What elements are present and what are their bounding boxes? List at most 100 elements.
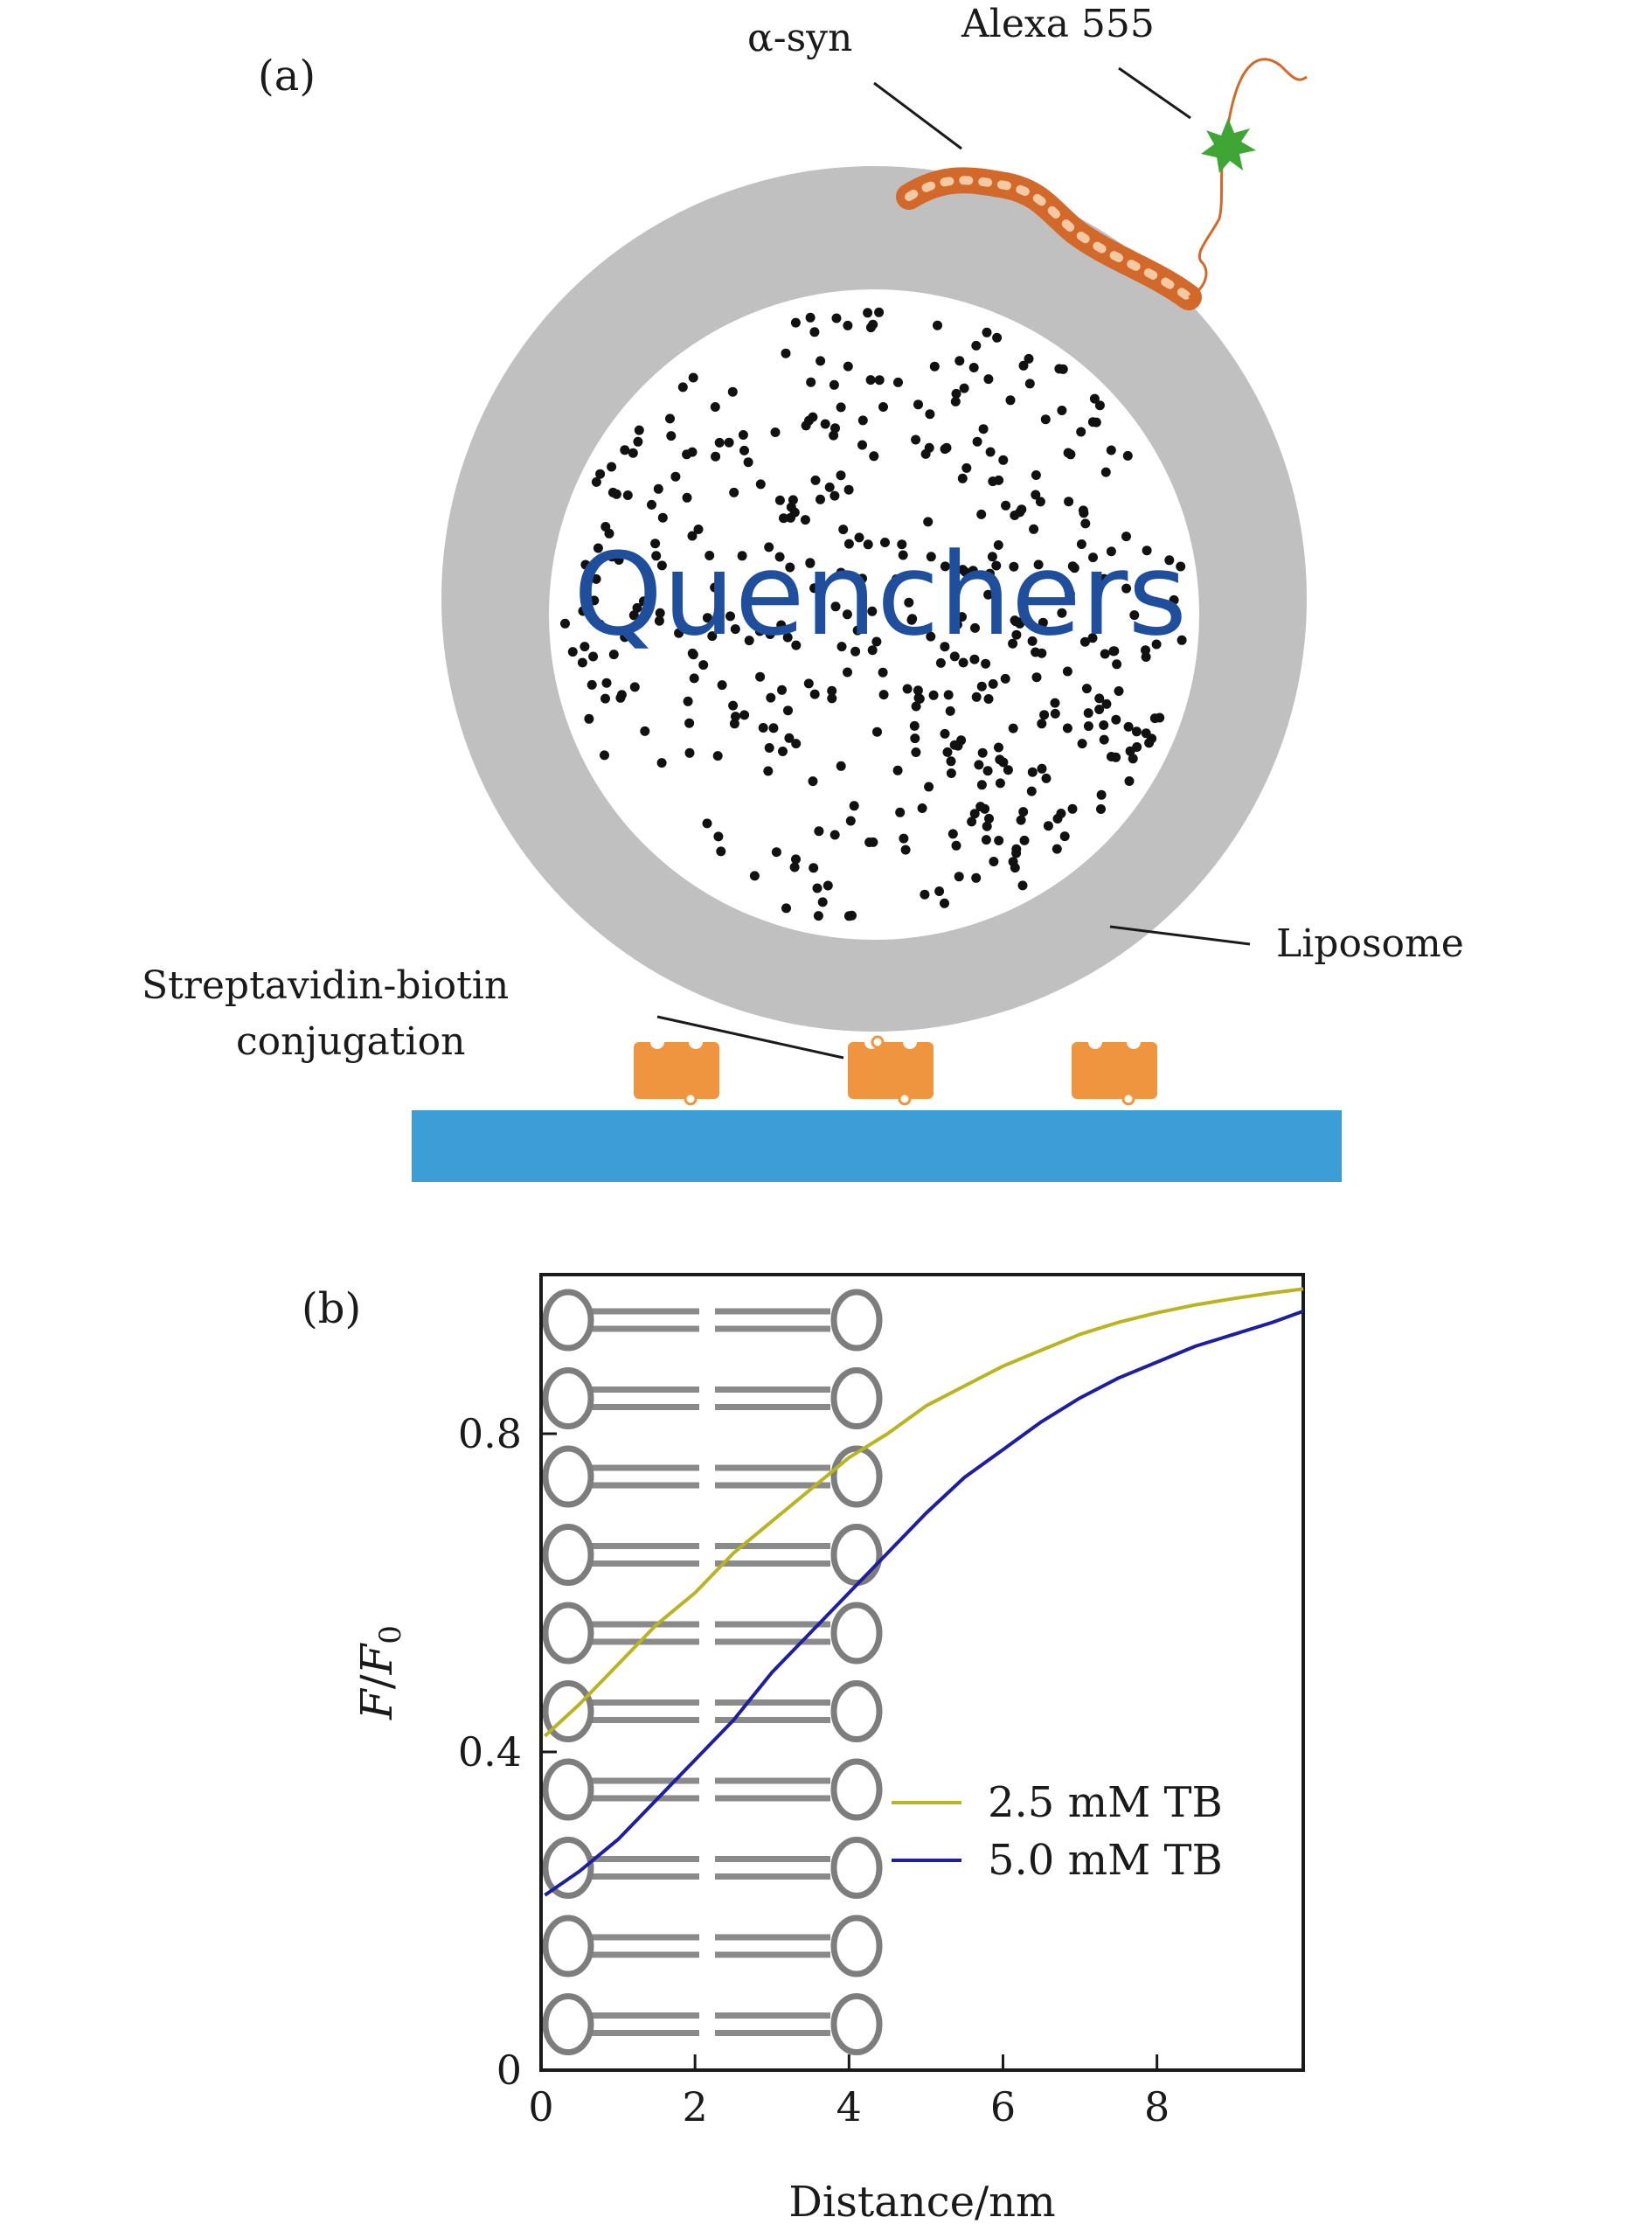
- quencher-dot: [951, 840, 961, 851]
- quencher-dot: [607, 487, 618, 497]
- quencher-dot: [968, 566, 978, 576]
- quencher-dot: [1112, 659, 1122, 670]
- quencher-dot: [1017, 880, 1028, 891]
- quencher-dot: [1100, 649, 1110, 659]
- quencher-dot: [1076, 539, 1086, 549]
- quencher-dot: [817, 897, 828, 907]
- quencher-dot: [683, 696, 693, 706]
- quencher-dot: [782, 632, 793, 643]
- quencher-dot: [982, 821, 992, 831]
- quencher-dot: [940, 561, 950, 572]
- quencher-dot: [1094, 705, 1105, 714]
- y-tick-label: 0: [496, 2047, 522, 2094]
- quencher-dot: [950, 396, 961, 407]
- streptavidin-block: [634, 1035, 719, 1106]
- quencher-dot: [913, 400, 923, 410]
- quencher-dot: [1027, 767, 1038, 777]
- quencher-dot: [1037, 648, 1047, 658]
- quencher-dot: [926, 552, 936, 562]
- quencher-dot: [791, 739, 802, 749]
- quencher-dot: [1111, 714, 1121, 725]
- quencher-dot: [958, 657, 968, 668]
- quencher-dot: [1096, 804, 1106, 814]
- quencher-dot: [849, 801, 859, 811]
- quencher-dot: [829, 379, 839, 390]
- lipid-pair: [542, 1915, 883, 1977]
- panel-a-label: (a): [258, 52, 316, 101]
- streptavidin-block: [1072, 1035, 1157, 1106]
- quencher-dot: [1076, 427, 1086, 437]
- quencher-dot: [864, 837, 875, 847]
- quencher-dot: [710, 402, 720, 412]
- quencher-dot: [865, 375, 876, 386]
- quencher-dot: [765, 629, 775, 639]
- quencher-dot: [567, 647, 578, 657]
- quencher-dot: [981, 658, 991, 669]
- quencher-dot: [977, 747, 988, 758]
- quencher-dot: [975, 802, 986, 812]
- quencher-dot: [801, 420, 811, 431]
- quencher-dot: [1057, 608, 1067, 618]
- quencher-dot: [593, 543, 603, 553]
- quencher-dot: [970, 622, 980, 633]
- quencher-dot: [824, 482, 835, 492]
- quencher-dot: [994, 742, 1003, 753]
- quencher-dot: [744, 636, 754, 646]
- quencher-dot: [1019, 835, 1030, 845]
- quencher-dot: [827, 685, 837, 696]
- quencher-dot: [902, 684, 913, 694]
- lipid-bilayer-illustration: [542, 1289, 883, 2055]
- quencher-dot: [687, 531, 698, 541]
- quencher-dot: [755, 671, 766, 682]
- quencher-dot: [1176, 561, 1186, 572]
- quencher-dot: [934, 886, 945, 896]
- lipid-pair: [542, 1289, 883, 1352]
- quencher-dot: [1142, 546, 1152, 556]
- quencher-dot: [1056, 809, 1066, 818]
- quencher-dot: [620, 445, 630, 455]
- quencher-dot: [951, 388, 961, 399]
- quencher-dot: [978, 424, 989, 434]
- quencher-dot: [791, 640, 802, 650]
- quencher-dot: [985, 447, 996, 457]
- quencher-dot: [1018, 602, 1029, 613]
- quencher-dot: [1101, 698, 1112, 709]
- quencher-dot: [1040, 414, 1051, 425]
- quencher-dot: [823, 880, 833, 891]
- alpha-synuclein-helix: [896, 58, 1308, 310]
- quencher-dot: [971, 872, 982, 883]
- quencher-dot: [984, 813, 994, 824]
- quencher-dot: [764, 743, 774, 753]
- quencher-dot: [657, 512, 668, 523]
- quencher-dot: [988, 678, 998, 689]
- quencher-dot: [1065, 589, 1075, 599]
- quencher-dot: [633, 436, 643, 447]
- quencher-dot: [976, 681, 987, 692]
- quencher-dot: [702, 613, 712, 623]
- quencher-dot: [577, 657, 587, 668]
- quencher-dot: [897, 539, 907, 550]
- quencher-dot: [1001, 500, 1011, 511]
- quencher-dot: [1024, 353, 1034, 364]
- quencher-dot: [591, 573, 601, 584]
- asyn-leader: [873, 81, 962, 150]
- quencher-dot: [954, 356, 965, 366]
- quencher-dot: [656, 560, 667, 571]
- y-axis-label-slash: /: [351, 1674, 402, 1689]
- quencher-dot: [791, 854, 801, 865]
- quencher-dot: [774, 552, 785, 562]
- quencher-dot: [865, 323, 876, 333]
- y-axis-label-sub: 0: [373, 1625, 408, 1644]
- quencher-dot: [836, 642, 847, 652]
- quencher-dot: [989, 857, 999, 866]
- quencher-dot: [717, 680, 727, 691]
- quencher-dot: [1169, 594, 1179, 605]
- quencher-dot: [1041, 773, 1052, 783]
- quencher-dot: [1094, 400, 1105, 411]
- quencher-dot: [952, 620, 962, 629]
- quencher-dot: [827, 693, 837, 704]
- quencher-dot: [816, 356, 826, 366]
- quencher-dot: [911, 747, 921, 757]
- quencher-dot: [1080, 518, 1091, 529]
